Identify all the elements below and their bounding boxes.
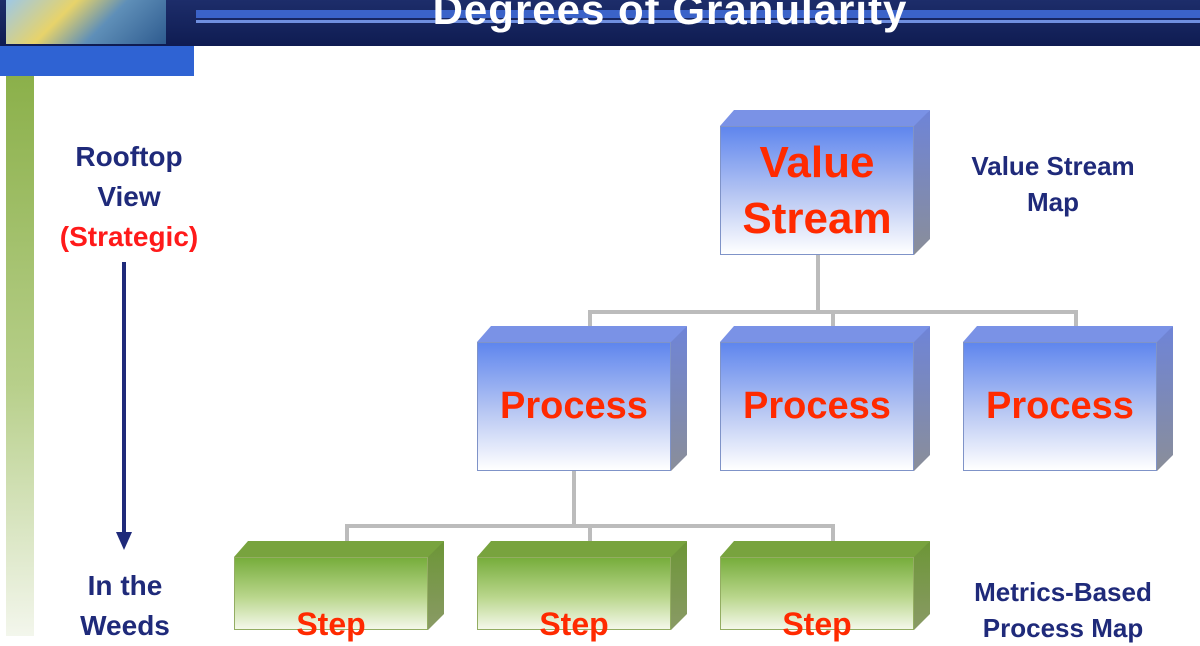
- rooftop-line-1: Rooftop: [34, 137, 224, 177]
- vsm-line-1: Value Stream: [948, 148, 1158, 184]
- value-stream-text: Value Stream: [720, 126, 914, 255]
- strategic-label: (Strategic): [34, 217, 224, 257]
- header-photo-accent: [0, 46, 194, 76]
- metrics-process-map-label: Metrics-Based Process Map: [950, 574, 1176, 646]
- in-the-weeds-label: In the Weeds: [30, 566, 220, 646]
- connector-process-down: [572, 470, 576, 526]
- step-label-1: Step: [234, 557, 428, 630]
- page-title: Degrees of Granularity: [0, 0, 1200, 36]
- connector-vs-down: [816, 254, 820, 312]
- value-stream-line-1: Value: [742, 135, 891, 191]
- value-stream-line-2: Stream: [742, 191, 891, 247]
- rooftop-view-label: Rooftop View (Strategic): [34, 137, 224, 257]
- granularity-arrow-shaft: [122, 262, 126, 534]
- weeds-line-2: Weeds: [30, 606, 220, 646]
- step-label-2: Step: [477, 557, 671, 630]
- mpm-line-2: Process Map: [950, 610, 1176, 646]
- mpm-line-1: Metrics-Based: [950, 574, 1176, 610]
- process-box-3: Process: [963, 326, 1173, 471]
- step-label-3: Step: [720, 557, 914, 630]
- value-stream-box: Value Stream: [720, 110, 930, 255]
- value-stream-map-label: Value Stream Map: [948, 148, 1158, 220]
- process-box-1: Process: [477, 326, 687, 471]
- vsm-line-2: Map: [948, 184, 1158, 220]
- granularity-arrow-head-icon: [116, 532, 132, 550]
- process-label-1: Process: [477, 342, 671, 471]
- left-green-strip: [6, 76, 34, 636]
- weeds-line-1: In the: [30, 566, 220, 606]
- process-label-3: Process: [963, 342, 1157, 471]
- rooftop-line-2: View: [34, 177, 224, 217]
- process-label-2: Process: [720, 342, 914, 471]
- step-box-1: Step: [234, 541, 444, 630]
- step-box-3: Step: [720, 541, 930, 630]
- step-box-2: Step: [477, 541, 687, 630]
- process-box-2: Process: [720, 326, 930, 471]
